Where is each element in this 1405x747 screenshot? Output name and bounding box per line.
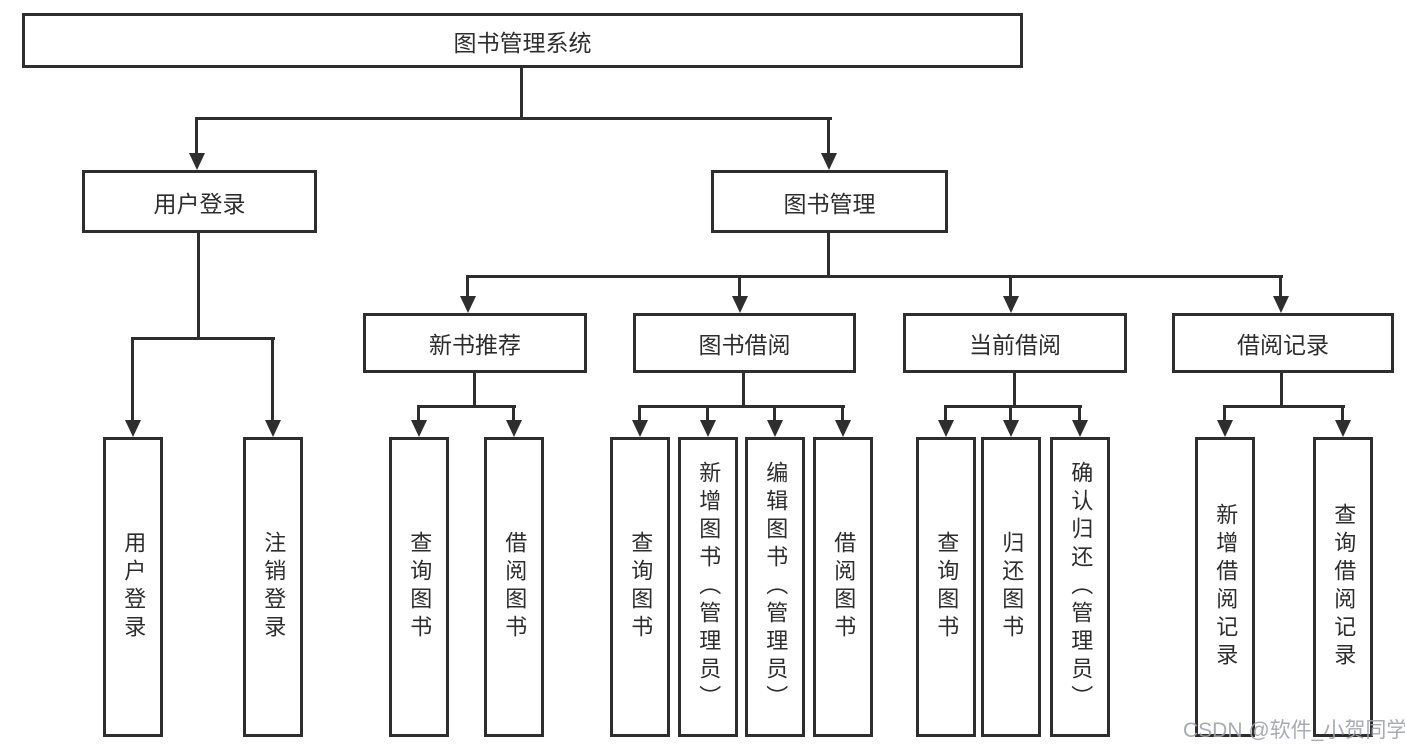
arrow-down-icon xyxy=(1003,296,1019,313)
leaf-query-borrow-record: 查询借阅记录 xyxy=(1313,437,1373,737)
connector-user-login-stem xyxy=(197,233,200,340)
arrow-down-icon xyxy=(700,420,716,437)
arrow-down-icon xyxy=(1217,420,1233,437)
leaf-add-book-admin: 新增图书（管理员） xyxy=(678,437,738,737)
leaf-query-books-recommend: 查询图书 xyxy=(389,437,449,737)
connector-bar xyxy=(638,405,845,408)
connector-stem xyxy=(512,405,515,422)
arrow-down-icon xyxy=(732,296,748,313)
arrow-down-icon xyxy=(411,420,427,437)
node-current-borrowing: 当前借阅 xyxy=(903,313,1127,373)
leaf-logout: 注销登录 xyxy=(243,437,303,737)
node-root-library-system: 图书管理系统 xyxy=(22,13,1023,68)
arrow-down-icon xyxy=(189,153,205,170)
connector-stem xyxy=(417,405,420,422)
connector-bar xyxy=(1223,405,1345,408)
connector-book-management-stem xyxy=(827,233,830,278)
connector-bar xyxy=(944,405,1082,408)
connector-stem xyxy=(944,405,947,422)
connector-stem xyxy=(1009,275,1012,299)
node-user-login: 用户登录 xyxy=(82,170,317,233)
connector-stem xyxy=(706,405,709,422)
arrow-down-icon xyxy=(460,296,476,313)
connector-user-login-bar xyxy=(131,337,275,340)
leaf-user-login: 用户登录 xyxy=(103,437,163,737)
node-book-borrowing: 图书借阅 xyxy=(633,313,856,373)
leaf-add-borrow-record: 新增借阅记录 xyxy=(1195,437,1255,737)
connector-stem xyxy=(1223,405,1226,422)
connector-stem xyxy=(1280,373,1283,407)
connector-stem xyxy=(1013,373,1016,407)
leaf-borrow-books-recommend: 借阅图书 xyxy=(484,437,544,737)
connector-stem xyxy=(195,117,198,155)
connector-stem xyxy=(841,405,844,422)
connector-stem xyxy=(466,275,469,299)
arrow-down-icon xyxy=(632,420,648,437)
arrow-down-icon xyxy=(938,420,954,437)
connector-stem xyxy=(773,405,776,422)
connector-root-stem xyxy=(520,68,523,120)
node-book-management: 图书管理 xyxy=(711,170,948,233)
leaf-confirm-return-admin: 确认归还（管理员） xyxy=(1050,437,1110,737)
arrow-down-icon xyxy=(125,420,141,437)
arrow-down-icon xyxy=(1072,420,1088,437)
connector-stem xyxy=(1341,405,1344,422)
connector-bar xyxy=(417,405,516,408)
leaf-borrow-books-borrowing: 借阅图书 xyxy=(813,437,873,737)
leaf-query-books-current: 查询图书 xyxy=(916,437,976,737)
connector-stem xyxy=(1078,405,1081,422)
arrow-down-icon xyxy=(821,153,837,170)
arrow-down-icon xyxy=(265,420,281,437)
node-borrowing-records: 借阅记录 xyxy=(1172,313,1394,373)
connector-stem xyxy=(738,275,741,299)
arrow-down-icon xyxy=(835,420,851,437)
leaf-edit-book-admin: 编辑图书（管理员） xyxy=(745,437,805,737)
arrow-down-icon xyxy=(767,420,783,437)
leaf-return-books: 归还图书 xyxy=(981,437,1041,737)
arrow-down-icon xyxy=(506,420,522,437)
connector-stem xyxy=(638,405,641,422)
arrow-down-icon xyxy=(1273,296,1289,313)
node-new-book-recommendation: 新书推荐 xyxy=(363,313,587,373)
connector-stem xyxy=(827,117,830,155)
connector-level1-bar xyxy=(196,117,832,120)
arrow-down-icon xyxy=(1003,420,1019,437)
connector-stem xyxy=(1279,275,1282,299)
connector-level2-bar xyxy=(466,275,1283,278)
leaf-query-books-borrowing: 查询图书 xyxy=(610,437,670,737)
connector-stem xyxy=(271,337,274,422)
connector-stem xyxy=(742,373,745,407)
connector-stem xyxy=(1009,405,1012,422)
arrow-down-icon xyxy=(1335,420,1351,437)
connector-stem xyxy=(131,337,134,422)
connector-stem xyxy=(473,373,476,407)
csdn-watermark: CSDN @软件_小贺同学 xyxy=(1183,719,1405,742)
